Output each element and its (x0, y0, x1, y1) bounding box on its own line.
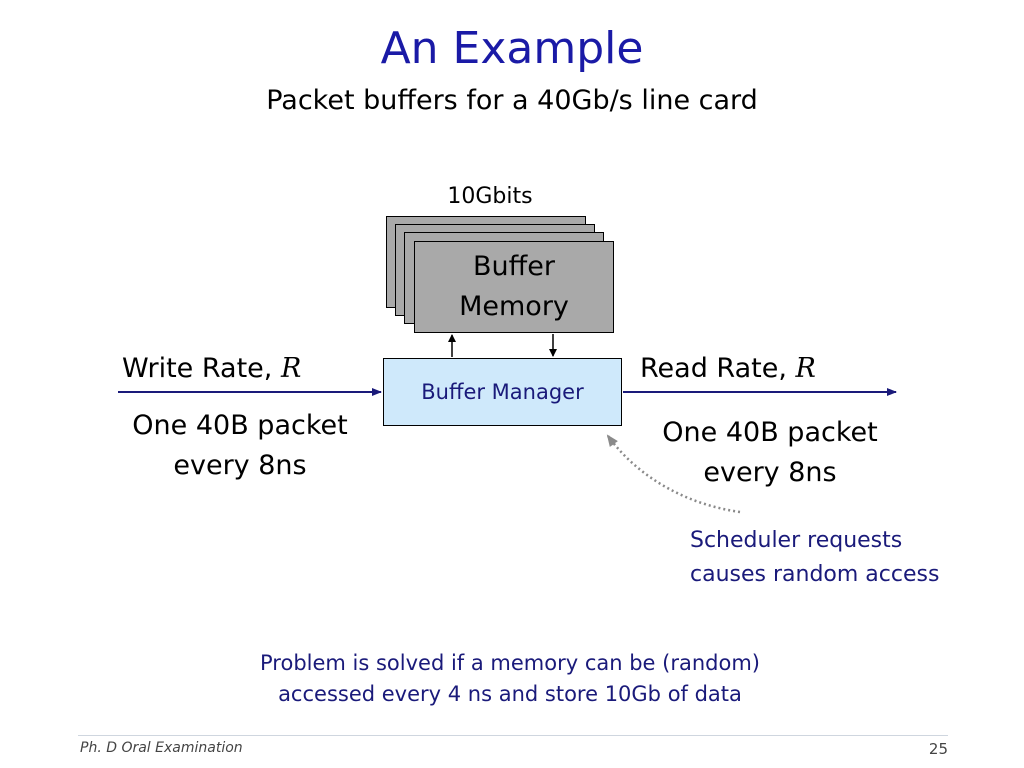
buffer-manager-block: Buffer Manager (383, 358, 622, 426)
scheduler-note-line2: causes random access (690, 562, 940, 587)
footer-divider (78, 735, 948, 736)
write-rate-symbol: R (280, 353, 302, 384)
write-packet-line1: One 40B packet (132, 410, 348, 441)
read-packet-line2: every 8ns (703, 457, 837, 488)
page-number: 25 (928, 740, 948, 758)
write-rate-text: Write Rate, (122, 353, 281, 384)
buffer-manager-label: Buffer Manager (421, 380, 584, 404)
read-packet-info: One 40B packet every 8ns (630, 413, 910, 493)
read-rate-text: Read Rate, (640, 353, 796, 384)
write-rate-label: Write Rate, R (122, 352, 301, 386)
scheduler-note-line1: Scheduler requests (690, 528, 903, 553)
buffer-memory-label-line1: Buffer (473, 251, 555, 282)
memory-capacity-label: 10Gbits (447, 184, 533, 209)
buffer-memory-label-line2: Memory (459, 291, 569, 322)
footer-title: Ph. D Oral Examination (80, 740, 243, 756)
slide-title: An Example (380, 23, 644, 74)
read-rate-label: Read Rate, R (640, 352, 816, 386)
buffer-memory-block: Buffer Memory (414, 241, 614, 333)
problem-line1: Problem is solved if a memory can be (ra… (260, 651, 760, 675)
write-packet-line2: every 8ns (173, 450, 307, 481)
read-rate-symbol: R (795, 353, 816, 384)
write-packet-info: One 40B packet every 8ns (100, 406, 380, 486)
read-packet-line1: One 40B packet (662, 417, 878, 448)
problem-line2: accessed every 4 ns and store 10Gb of da… (278, 682, 742, 706)
slide-subtitle: Packet buffers for a 40Gb/s line card (266, 85, 758, 116)
scheduler-note: Scheduler requests causes random access (690, 524, 1010, 592)
problem-statement: Problem is solved if a memory can be (ra… (150, 648, 870, 710)
